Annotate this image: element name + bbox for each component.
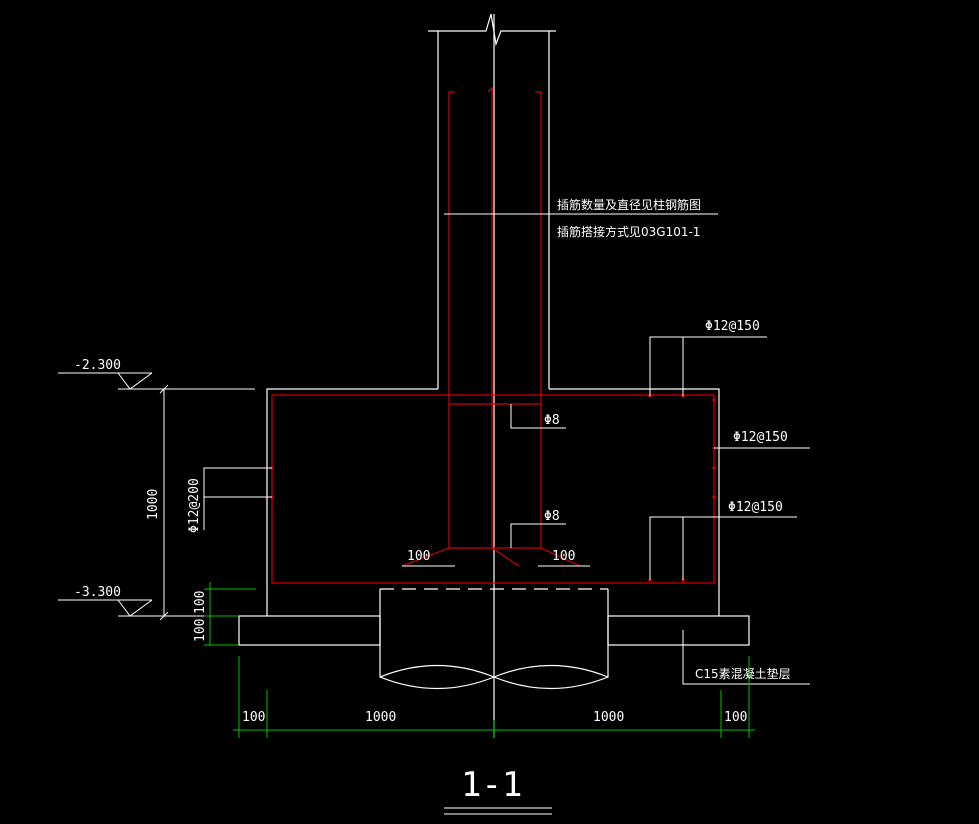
dowel-splice-note: 插筋搭接方式见03G101-1 — [557, 224, 700, 239]
elevation-bottom-label: -3.300 — [74, 585, 121, 600]
section-title: 1-1 — [461, 765, 522, 805]
dowel-quantity-note: 插筋数量及直径见柱钢筋图 — [557, 197, 701, 212]
section-title-underline — [444, 807, 552, 815]
bottom-left-half-dimension: 1000 — [365, 710, 396, 725]
top-bar-leader — [649, 336, 767, 396]
bottom-right-half-dimension: 1000 — [593, 710, 624, 725]
bottom-right-edge-dimension: 100 — [724, 710, 747, 725]
elevation-triangle-top — [117, 372, 153, 390]
bottom-left-edge-dimension: 100 — [242, 710, 265, 725]
rebar-group — [270, 86, 716, 584]
elevation-markers — [58, 372, 255, 621]
stirrup-upper-leader — [510, 404, 566, 429]
concrete-outline — [238, 13, 750, 738]
footing-rebar-cage — [271, 394, 715, 584]
footing-outline — [266, 388, 438, 616]
elevation-triangle-bottom — [117, 599, 153, 617]
stirrup-lower-label: Φ8 — [544, 509, 560, 524]
left-bar-leader — [203, 467, 272, 530]
top-bar-label: Φ12@150 — [705, 319, 760, 334]
dowel-bar-mid — [487, 86, 520, 567]
bottom-bar-label: Φ12@150 — [728, 500, 783, 515]
leader-lines — [203, 213, 810, 685]
side-bar-label: Φ12@150 — [733, 430, 788, 445]
bottom-bar-leader — [649, 516, 797, 580]
cushion-leader — [682, 630, 810, 685]
dowel-bar-left — [401, 91, 455, 567]
dowel-bar-right — [535, 91, 581, 567]
cushion-upper-dimension: 100 — [193, 591, 208, 614]
left-side-bar-label: Φ12@200 — [187, 478, 202, 533]
cushion-lower-dimension: 100 — [193, 619, 208, 642]
dimension-lines — [204, 582, 755, 738]
hook-right-label: 100 — [552, 549, 575, 564]
hook-left-label: 100 — [407, 549, 430, 564]
depth-dimension-label: 1000 — [146, 489, 161, 520]
stirrup-upper-label: Φ8 — [544, 413, 560, 428]
footing-outline-right — [549, 388, 720, 616]
column-outline — [428, 13, 556, 47]
cushion-layer-left — [238, 615, 381, 646]
rebar-section-dots — [270, 394, 716, 582]
cushion-layer-label: C15素混凝土垫层 — [695, 666, 791, 681]
cushion-layer-right — [607, 615, 750, 646]
elevation-top-label: -2.300 — [74, 358, 121, 373]
stirrup-lower-leader — [510, 523, 566, 548]
